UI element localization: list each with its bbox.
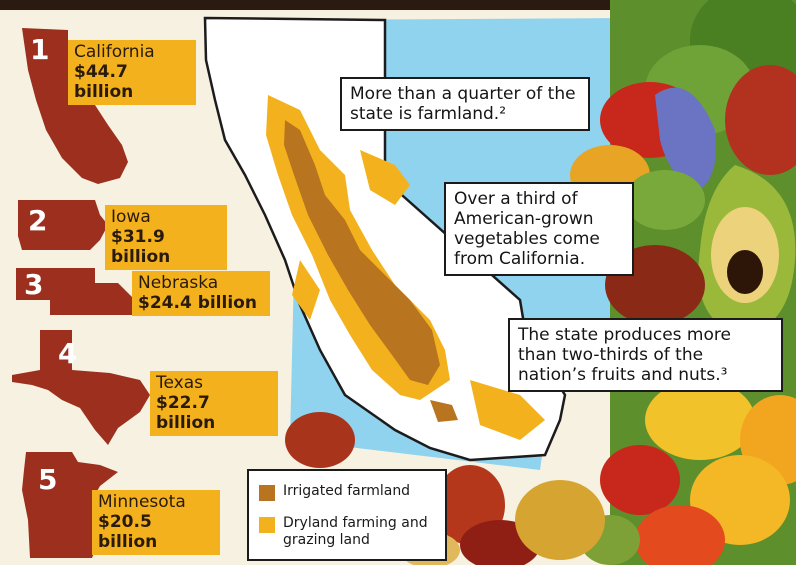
dryland-region-coast — [292, 260, 320, 320]
legend-label: Irrigated farmland — [283, 483, 411, 499]
irrigated-region-south — [430, 400, 458, 422]
rank-number-4: 4 — [58, 337, 78, 370]
state-name: Iowa — [111, 207, 151, 227]
callout-vegetables: Over a third of American-grown vegetable… — [444, 182, 634, 276]
state-value: $24.4 billion — [138, 293, 257, 313]
irrigated-swatch — [259, 485, 275, 501]
ranking-label-texas: Texas $22.7 billion — [150, 371, 278, 436]
dryland-region-north — [360, 150, 410, 205]
state-value: $22.7 billion — [156, 393, 216, 433]
texas-state-shape — [12, 330, 150, 445]
state-name: Nebraska — [138, 273, 219, 293]
state-name: Minnesota — [98, 492, 186, 512]
california-state-shape — [22, 28, 128, 184]
ranking-label-california: California $44.7 billion — [68, 40, 196, 105]
callout-fruits: The state produces more than two-thirds … — [508, 318, 783, 392]
dryland-swatch — [259, 517, 275, 533]
state-value: $20.5 billion — [98, 512, 158, 552]
state-name: California — [74, 42, 155, 62]
irrigated-region — [284, 120, 440, 385]
nebraska-state-shape — [16, 268, 138, 315]
rank-number-1: 1 — [30, 33, 50, 66]
rank-number-5: 5 — [38, 463, 58, 496]
dryland-region-south — [470, 380, 545, 440]
state-value: $31.9 billion — [111, 227, 171, 267]
map-legend: Irrigated farmland Dryland farming and g… — [247, 469, 447, 561]
rank-number-2: 2 — [28, 204, 48, 237]
rank-number-3: 3 — [24, 268, 44, 301]
legend-label: Dryland farming and grazing land — [283, 515, 428, 548]
ranking-label-iowa: Iowa $31.9 billion — [105, 205, 227, 270]
legend-item-irrigated: Irrigated farmland — [259, 483, 410, 501]
iowa-state-shape — [18, 200, 108, 250]
produce-illustration — [570, 0, 796, 565]
legend-item-dryland: Dryland farming and grazing land — [259, 515, 439, 549]
ranking-label-nebraska: Nebraska $24.4 billion — [132, 271, 270, 316]
ranking-label-minnesota: Minnesota $20.5 billion — [92, 490, 220, 555]
top-border — [0, 0, 796, 10]
callout-farmland: More than a quarter of the state is farm… — [340, 77, 590, 131]
state-name: Texas — [156, 373, 203, 393]
state-value: $44.7 billion — [74, 62, 134, 102]
